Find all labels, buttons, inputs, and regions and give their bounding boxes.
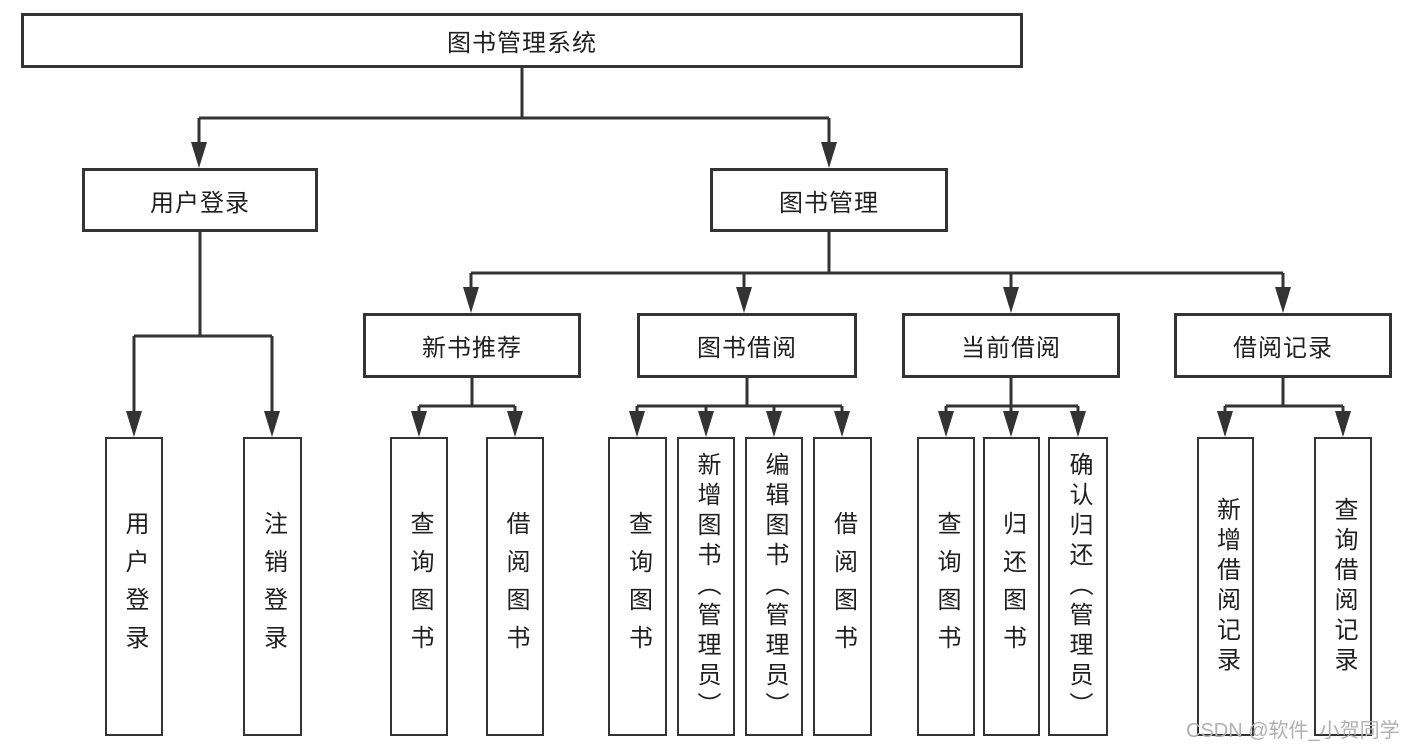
node-borrow-records-label: 借阅记录 <box>1233 335 1333 362</box>
leaf-label: 用户登录 <box>121 510 148 663</box>
node-borrow-records: 借阅记录 <box>1174 313 1392 378</box>
leaf-label: 确认归还（管理员） <box>1065 451 1092 722</box>
node-leaf-borrow-books: 借阅图书 <box>813 437 872 736</box>
leaf-label: 查询图书 <box>933 510 960 663</box>
node-leaf-add-borrow-record: 新增借阅记录 <box>1197 437 1254 736</box>
node-leaf-return-books: 归还图书 <box>983 437 1040 736</box>
node-new-book-recommend: 新书推荐 <box>363 313 581 378</box>
node-new-book-recommend-label: 新书推荐 <box>422 335 522 362</box>
node-book-borrow: 图书借阅 <box>637 313 857 378</box>
leaf-label: 查询图书 <box>624 510 652 663</box>
watermark: CSDN @软件_小贺同学 <box>1186 720 1400 742</box>
leaf-label: 新增图书（管理员） <box>693 451 720 722</box>
leaf-label: 归还图书 <box>998 510 1026 663</box>
node-leaf-query-books-current: 查询图书 <box>917 437 975 736</box>
node-user-login: 用户登录 <box>82 168 318 232</box>
node-current-borrow: 当前借阅 <box>902 313 1120 378</box>
node-book-management: 图书管理 <box>710 168 948 232</box>
leaf-label: 注销登录 <box>259 510 287 663</box>
node-current-borrow-label: 当前借阅 <box>961 335 1061 362</box>
node-leaf-confirm-return-admin: 确认归还（管理员） <box>1048 437 1108 736</box>
node-leaf-query-borrow-record: 查询借阅记录 <box>1314 437 1372 736</box>
node-leaf-query-books-recommend: 查询图书 <box>390 437 448 736</box>
node-leaf-edit-books-admin: 编辑图书（管理员） <box>745 437 803 736</box>
node-book-borrow-label: 图书借阅 <box>697 335 797 362</box>
node-root-system: 图书管理系统 <box>21 13 1023 68</box>
leaf-label: 借阅图书 <box>502 510 529 663</box>
leaf-label: 编辑图书（管理员） <box>761 451 788 722</box>
node-leaf-borrow-books-recommend: 借阅图书 <box>486 437 544 736</box>
leaf-label: 查询借阅记录 <box>1330 496 1357 677</box>
node-leaf-add-books-admin: 新增图书（管理员） <box>677 437 735 736</box>
leaf-label: 借阅图书 <box>829 510 857 663</box>
node-user-login-label: 用户登录 <box>150 189 250 217</box>
node-leaf-logout: 注销登录 <box>243 437 302 736</box>
node-leaf-query-books-borrow: 查询图书 <box>608 437 667 736</box>
node-book-management-label: 图书管理 <box>779 189 879 217</box>
leaf-label: 新增借阅记录 <box>1212 496 1240 677</box>
node-leaf-user-login: 用户登录 <box>105 437 163 736</box>
leaf-label: 查询图书 <box>406 510 433 663</box>
node-root-label: 图书管理系统 <box>447 30 597 57</box>
